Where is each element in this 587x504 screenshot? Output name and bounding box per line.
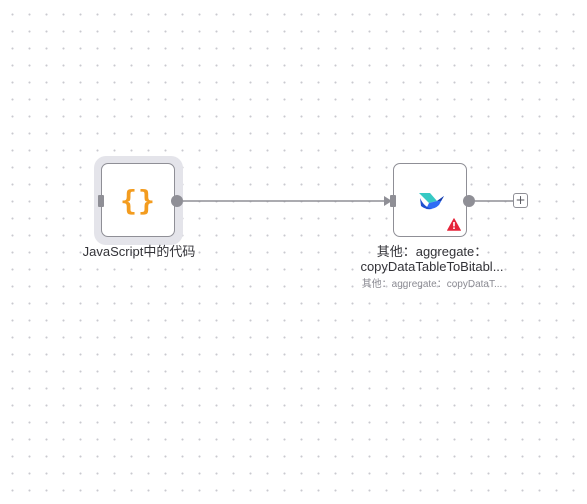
- output-handle-javascript[interactable]: [171, 195, 183, 207]
- input-handle-aggregate[interactable]: [390, 195, 396, 207]
- node-label-aggregate-line1: 其他：aggregate：: [376, 244, 488, 259]
- plus-icon: +: [515, 193, 526, 207]
- node-label-javascript: JavaScript中的代码: [82, 244, 196, 259]
- braces-icon: {}: [120, 183, 156, 217]
- add-node-button[interactable]: +: [513, 193, 528, 208]
- output-handle-aggregate[interactable]: [463, 195, 475, 207]
- warning-icon[interactable]: [447, 218, 461, 231]
- node-label-aggregate: 其他：aggregate： copyDataTableToBitabl...: [350, 244, 514, 274]
- node-label-aggregate-line2: copyDataTableToBitabl...: [360, 259, 504, 274]
- node-aggregate-copy-data-table[interactable]: [393, 163, 467, 237]
- node-subtitle-aggregate: 其他：aggregate：copyDataT...: [361, 279, 503, 290]
- lark-icon: [419, 193, 444, 210]
- node-javascript-code[interactable]: {}: [101, 163, 175, 237]
- input-handle-javascript[interactable]: [98, 195, 104, 207]
